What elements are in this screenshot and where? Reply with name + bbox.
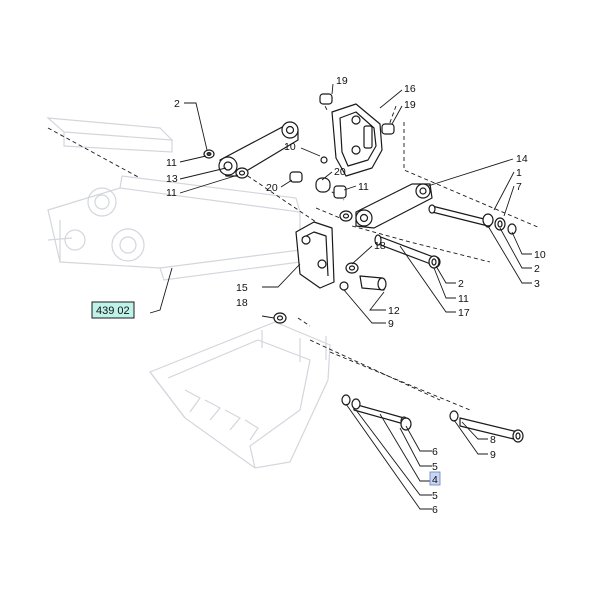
callout-12: 12 <box>388 305 400 317</box>
callout-2b: 2 <box>534 263 540 275</box>
leader-lines <box>149 83 532 510</box>
callout-8: 8 <box>490 434 496 446</box>
bracket-15 <box>295 221 335 289</box>
callout-11c: 11 <box>358 181 369 193</box>
callout-13: 13 <box>166 173 178 185</box>
callout-11b: 11 <box>166 187 177 199</box>
callout-11a: 11 <box>166 157 177 169</box>
callout-2a: 2 <box>174 98 180 110</box>
callout-1: 1 <box>516 167 522 179</box>
ghost-bucket <box>149 321 331 469</box>
callout-labels: 19 16 19 2 10 11 13 11 20 20 11 14 1 7 1… <box>166 75 546 516</box>
callout-4: 4 <box>432 474 438 486</box>
reference-label-box <box>91 301 135 319</box>
callout-5a: 5 <box>432 461 438 473</box>
reference-label: 439 02 <box>96 305 130 317</box>
callout-14: 14 <box>516 153 528 165</box>
callout-18b: 18 <box>236 297 248 309</box>
assembly-dash-lines <box>47 99 541 411</box>
callout-20a: 20 <box>266 182 278 194</box>
pins <box>353 204 524 443</box>
callout-19b: 19 <box>404 99 416 111</box>
bracket-16 <box>331 103 383 177</box>
callout-18a: 18 <box>374 240 386 252</box>
callout-17: 17 <box>458 307 470 319</box>
callout-15: 15 <box>236 282 248 294</box>
highlight-callout-4 <box>429 471 441 486</box>
callout-11d: 11 <box>458 293 469 305</box>
callout-6a: 6 <box>432 446 438 458</box>
callout-19a: 19 <box>336 75 348 87</box>
link-14 <box>355 183 433 229</box>
callout-10a: 10 <box>284 141 296 153</box>
callout-10b: 10 <box>534 249 546 261</box>
callout-6b: 6 <box>432 504 438 516</box>
callout-7: 7 <box>516 181 522 193</box>
callout-5b: 5 <box>432 490 438 502</box>
callout-16: 16 <box>404 83 416 95</box>
callout-20b: 20 <box>334 166 346 178</box>
callout-9b: 9 <box>490 449 496 461</box>
callout-2c: 2 <box>458 278 464 290</box>
upper-link-arm <box>218 121 299 177</box>
callout-9a: 9 <box>388 318 394 330</box>
callout-3: 3 <box>534 278 540 290</box>
